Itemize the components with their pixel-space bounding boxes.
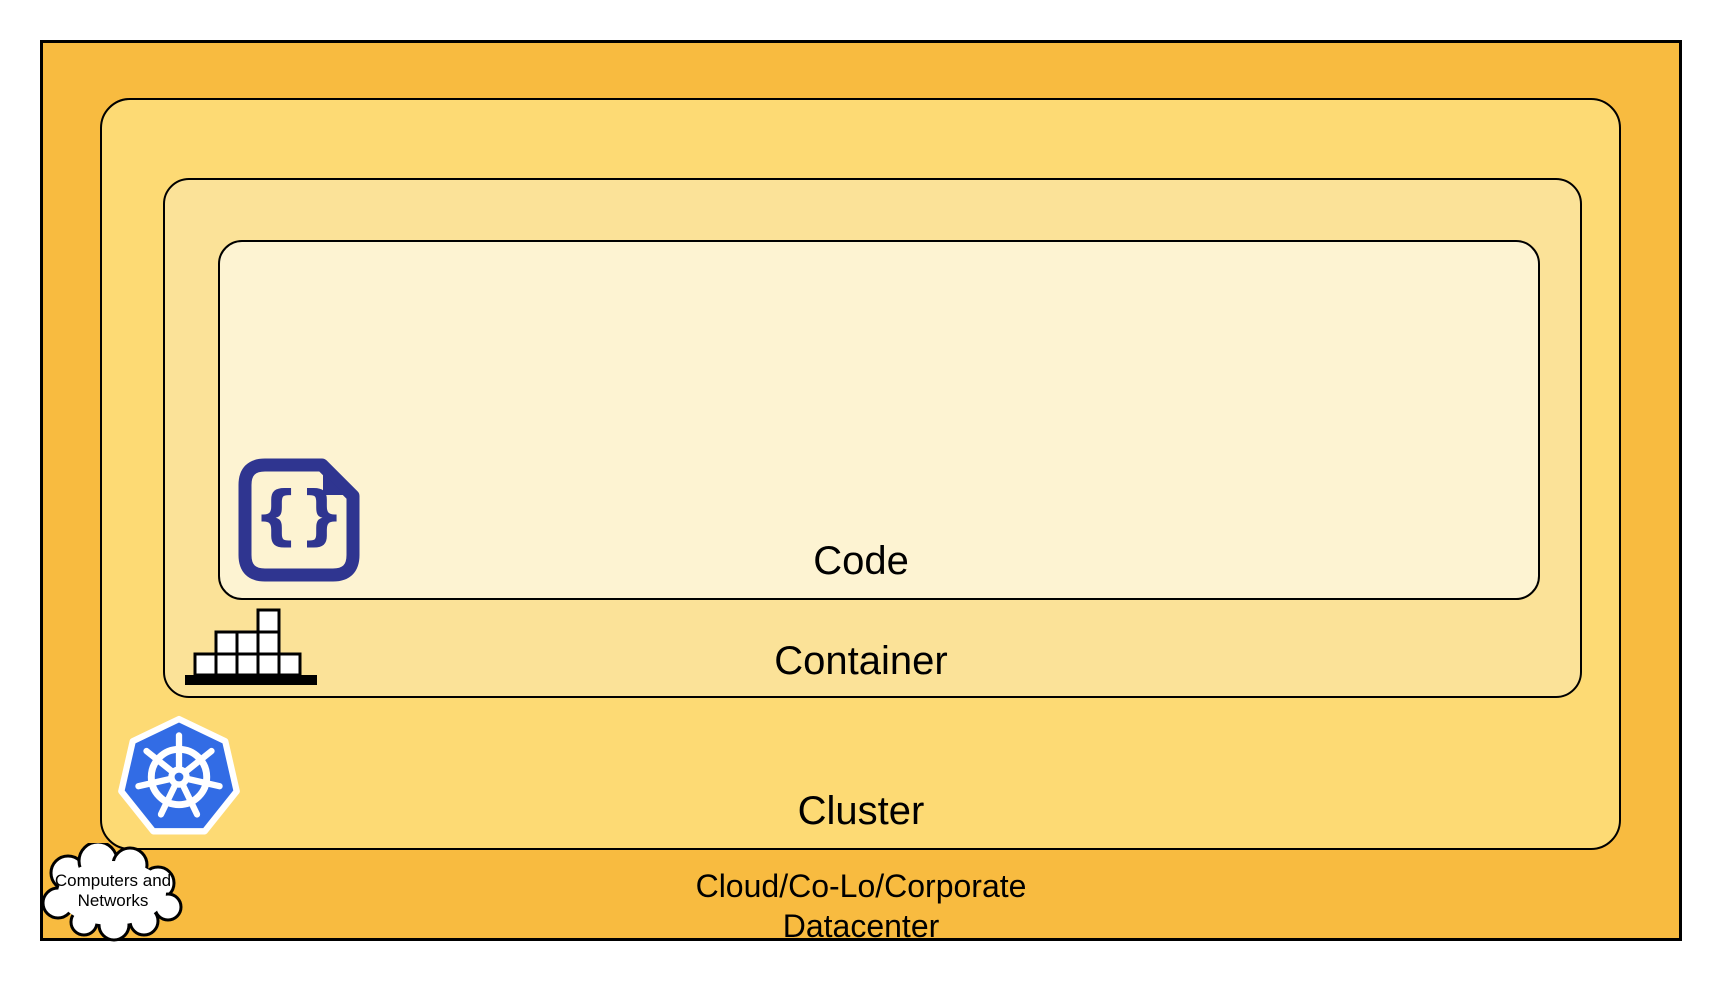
code-label: Code	[813, 539, 909, 583]
code-braces-glyph: {}	[253, 479, 344, 553]
cluster-label: Cluster	[797, 789, 925, 833]
container-blocks-icon	[185, 607, 317, 685]
datacenter-label-line1: Cloud/Co-Lo/Corporate	[695, 868, 1027, 904]
datacenter-label: Cloud/Co-Lo/Corporate Datacenter	[40, 866, 1682, 946]
layer-code-box	[218, 240, 1540, 600]
cloud-text-line1: Computers and	[54, 871, 172, 890]
cloud-callout-text: Computers and Networks	[46, 871, 180, 911]
cloud-text-line2: Networks	[77, 891, 149, 910]
cloud-icon	[41, 843, 183, 942]
cloud-callout: Computers and Networks	[38, 843, 188, 943]
container-label: Container	[774, 639, 948, 683]
kubernetes-icon	[116, 714, 242, 840]
datacenter-label-line2: Datacenter	[782, 908, 940, 944]
code-file-icon: {}	[238, 458, 360, 582]
